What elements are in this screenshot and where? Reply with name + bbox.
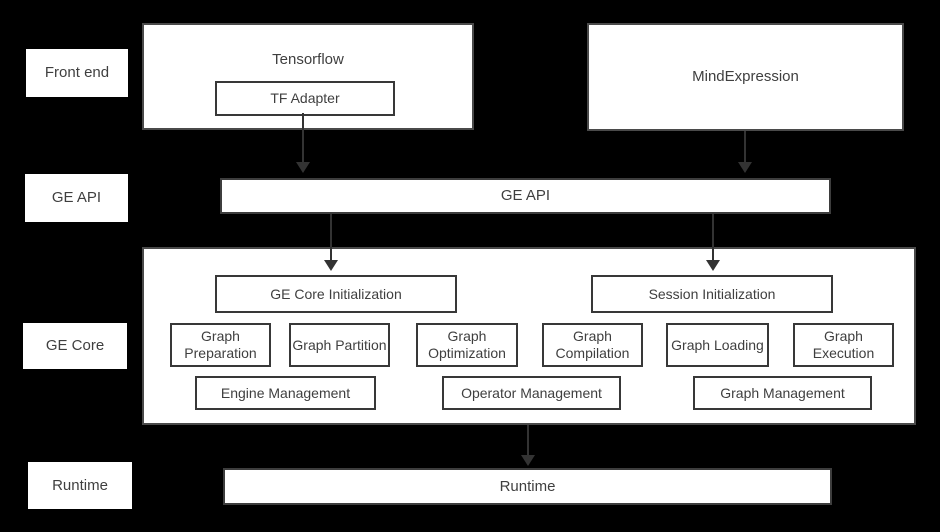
arrow-shaft	[712, 214, 714, 260]
box-graph-preparation: Graph Preparation	[170, 323, 271, 367]
arrow-ge-api-to-ge-core-initialization	[324, 214, 338, 271]
arrow-shaft	[527, 425, 529, 455]
arrow-mindexpression-to-ge-api	[738, 131, 752, 173]
box-graph-management: Graph Management	[693, 376, 872, 410]
arrow-head-icon	[706, 260, 720, 271]
arrow-head-icon	[296, 162, 310, 173]
box-graph-execution: Graph Execution	[793, 323, 894, 367]
arrow-shaft	[302, 113, 304, 162]
arrow-ge-core-to-runtime	[521, 425, 535, 466]
arrow-shaft	[744, 131, 746, 162]
row-label-front-end: Front end	[26, 49, 128, 97]
tensorflow-label: Tensorflow	[272, 51, 344, 68]
arrow-ge-api-to-session-initialization	[706, 214, 720, 271]
row-label-runtime: Runtime	[28, 462, 132, 509]
arrow-head-icon	[324, 260, 338, 271]
box-graph-loading: Graph Loading	[666, 323, 769, 367]
arrow-head-icon	[521, 455, 535, 466]
box-graph-partition: Graph Partition	[289, 323, 390, 367]
mindexpression-box: MindExpression	[587, 23, 904, 131]
box-graph-optimization: Graph Optimization	[416, 323, 518, 367]
box-operator-management: Operator Management	[442, 376, 621, 410]
arrow-shaft	[330, 214, 332, 260]
box-session-initialization: Session Initialization	[591, 275, 833, 313]
tensorflow-box: Tensorflow TF Adapter	[142, 23, 474, 130]
arrow-head-icon	[738, 162, 752, 173]
runtime-bar: Runtime	[223, 468, 832, 505]
row-label-ge-api: GE API	[25, 174, 128, 222]
box-ge-core-initialization: GE Core Initialization	[215, 275, 457, 313]
ge-api-bar: GE API	[220, 178, 831, 214]
arrow-tf-adapter-to-ge-api	[296, 113, 310, 173]
tf-adapter-box: TF Adapter	[215, 81, 395, 116]
row-label-ge-core: GE Core	[23, 323, 127, 369]
box-engine-management: Engine Management	[195, 376, 376, 410]
ge-core-container: GE Core Initialization Session Initializ…	[142, 247, 916, 425]
box-graph-compilation: Graph Compilation	[542, 323, 643, 367]
